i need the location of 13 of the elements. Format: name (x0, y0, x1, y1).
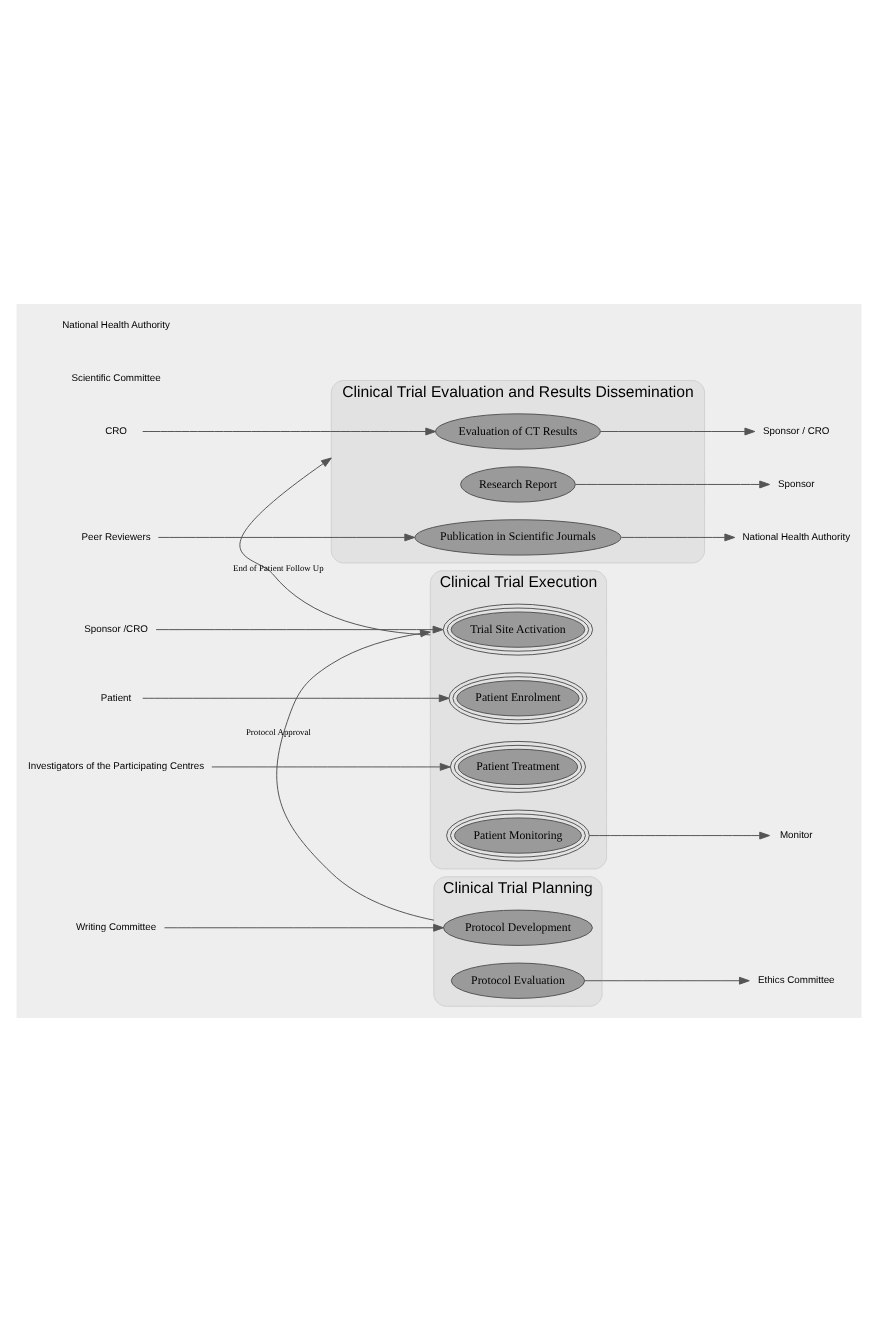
arrow (620, 533, 736, 542)
arrow (276, 629, 435, 921)
arrow (142, 694, 450, 703)
arrow (211, 763, 451, 771)
arrow (588, 831, 771, 840)
arrow (575, 480, 771, 489)
arrow (599, 427, 756, 436)
arrow (142, 427, 437, 436)
arrow (155, 625, 444, 634)
arrow (164, 923, 444, 932)
arrow (157, 533, 416, 542)
arrow (239, 457, 431, 636)
arrow (583, 976, 750, 985)
